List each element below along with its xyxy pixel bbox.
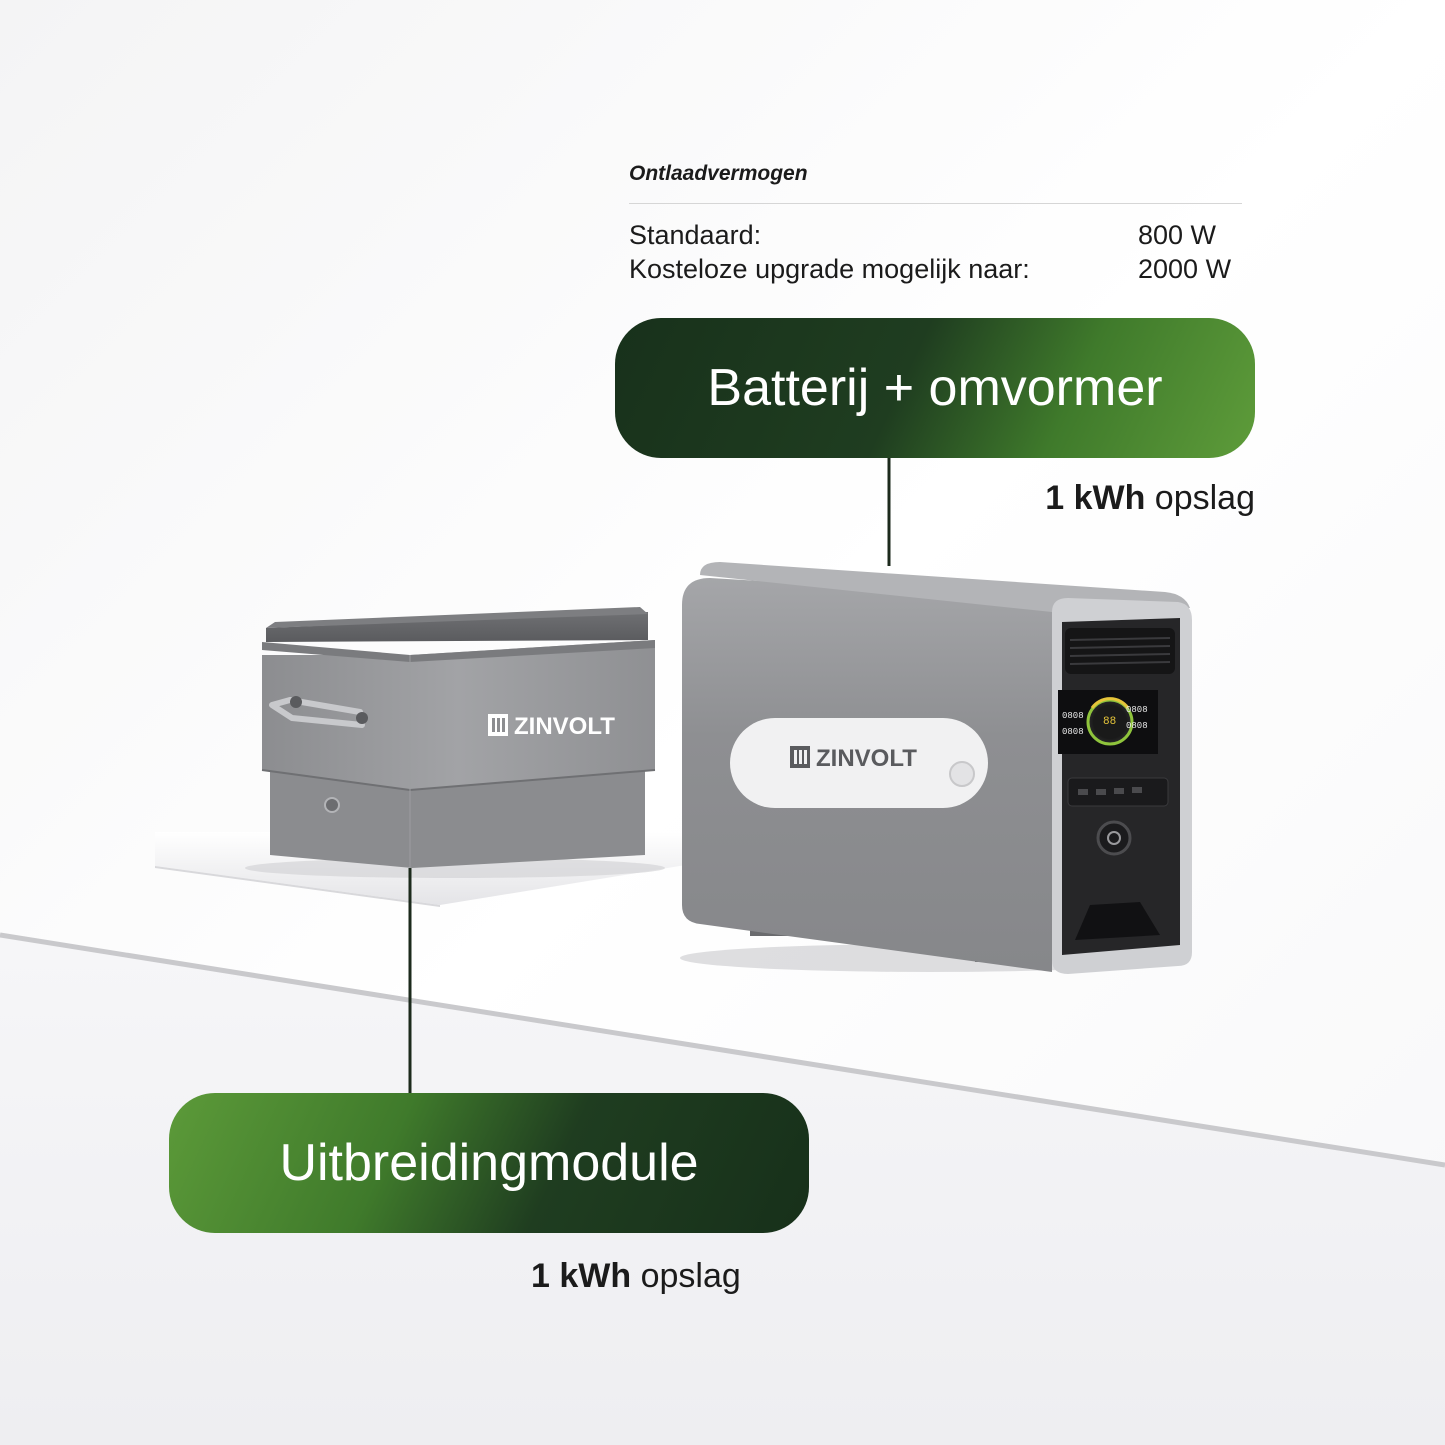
spec-label: Kosteloze upgrade mogelijk naar: bbox=[629, 254, 1030, 284]
main-unit-label-pill: Batterij + omvormer bbox=[615, 318, 1255, 458]
zinvolt-logo-icon: ZINVOLT bbox=[790, 745, 917, 772]
expansion-module-capacity: 1 kWh opslag bbox=[531, 1256, 741, 1296]
svg-text:ZINVOLT: ZINVOLT bbox=[514, 713, 615, 740]
main-unit bbox=[680, 562, 1192, 974]
spec-value: 800 W bbox=[1138, 220, 1217, 250]
expansion-module bbox=[245, 607, 665, 878]
display-readout: 0808 bbox=[1126, 721, 1148, 731]
zinvolt-logo-icon: ZINVOLT bbox=[488, 713, 615, 740]
display-readout: 0808 bbox=[1062, 727, 1084, 737]
expansion-module-label-pill: Uitbreidingmodule bbox=[169, 1093, 809, 1233]
spec-title: Ontlaadvermogen bbox=[629, 162, 808, 185]
display-readout: 88 bbox=[1103, 716, 1116, 728]
spec-value: 2000 W bbox=[1138, 254, 1232, 284]
capacity-value: 1 kWh bbox=[531, 1257, 632, 1295]
svg-text:ZINVOLT: ZINVOLT bbox=[816, 745, 917, 772]
spec-row-standard: Standaard: 800 W bbox=[629, 218, 1242, 252]
spec-row-upgrade: Kosteloze upgrade mogelijk naar: 2000 W bbox=[629, 252, 1242, 286]
spec-divider bbox=[629, 203, 1242, 204]
main-unit-capacity: 1 kWh opslag bbox=[1045, 478, 1255, 518]
display-readout: 0808 bbox=[1062, 711, 1084, 721]
capacity-value: 1 kWh bbox=[1045, 479, 1146, 517]
spec-label: Standaard: bbox=[629, 220, 762, 250]
capacity-suffix: opslag bbox=[631, 1257, 741, 1295]
floor-edge bbox=[0, 932, 1445, 1168]
display-readout: 0808 bbox=[1126, 705, 1148, 715]
capacity-suffix: opslag bbox=[1145, 479, 1255, 517]
